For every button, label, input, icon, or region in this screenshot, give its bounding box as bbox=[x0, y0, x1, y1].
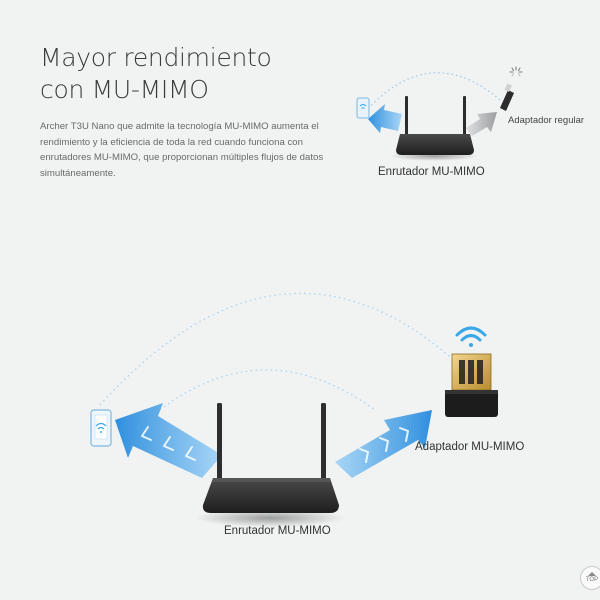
page-title: Mayor rendimiento con MU-MIMO bbox=[40, 42, 272, 106]
bottom-router-label: Enrutador MU-MIMO bbox=[224, 525, 331, 537]
regular-adapter-icon bbox=[500, 83, 514, 111]
top-signal-arc bbox=[364, 72, 501, 113]
feature-description: Archer T3U Nano que admite la tecnología… bbox=[40, 121, 324, 179]
regular-adapter-label: Adaptador regular bbox=[508, 115, 585, 126]
loading-spinner-icon bbox=[509, 66, 523, 77]
beam-to-phone bbox=[115, 403, 222, 478]
top-router-label: Enrutador MU-MIMO bbox=[378, 166, 485, 178]
wifi-icon bbox=[455, 326, 487, 347]
router-icon bbox=[195, 403, 345, 527]
bottom-signal-arc-outer bbox=[99, 292, 476, 406]
scroll-top-icon[interactable]: TOP bbox=[580, 566, 600, 590]
top-diagram bbox=[356, 66, 523, 161]
usb-adapter-icon bbox=[445, 353, 498, 417]
mu-mimo-adapter-label: Adaptador MU-MIMO bbox=[415, 441, 525, 453]
phone-icon bbox=[356, 97, 370, 119]
top-router-icon bbox=[390, 96, 478, 161]
bottom-signal-arc-inner bbox=[159, 369, 376, 411]
beam-to-adapter bbox=[335, 410, 432, 478]
top-beam-blue bbox=[368, 104, 402, 133]
bottom-diagram bbox=[90, 292, 498, 527]
top-beam-gray bbox=[466, 112, 497, 136]
phone-icon bbox=[90, 409, 112, 447]
scroll-top-label: TOP bbox=[585, 577, 599, 583]
page-title-line2: con MU-MIMO bbox=[40, 75, 209, 104]
page-title-line1: Mayor rendimiento bbox=[40, 43, 272, 72]
